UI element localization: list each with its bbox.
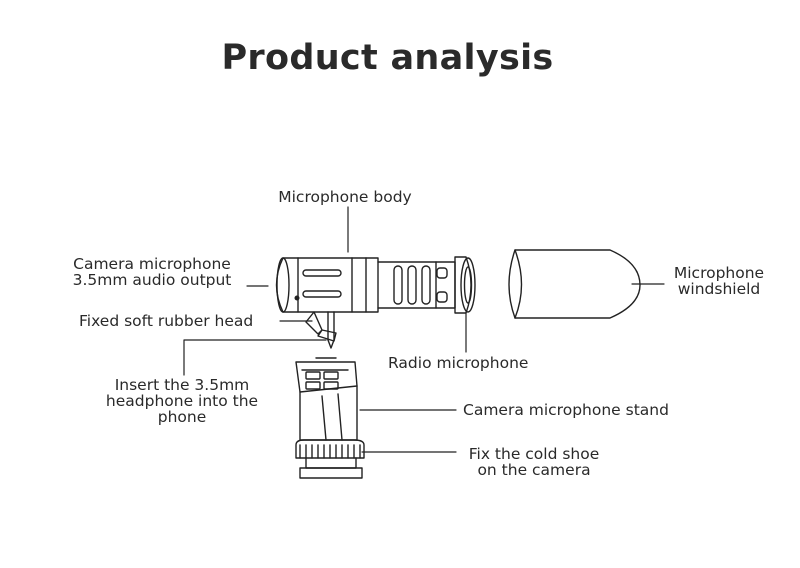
rubber-head-illustration bbox=[305, 311, 337, 349]
label-microphone-body: Microphone body bbox=[278, 188, 412, 206]
label-microphone-windshield: Microphone windshield bbox=[673, 264, 765, 298]
windshield-illustration bbox=[508, 249, 641, 319]
label-fixed-soft-rubber-head: Fixed soft rubber head bbox=[79, 312, 254, 330]
label-insert-headphone: Insert the 3.5mm headphone into the phon… bbox=[105, 376, 259, 426]
label-camera-microphone-stand: Camera microphone stand bbox=[463, 401, 669, 419]
label-fix-cold-shoe: Fix the cold shoe on the camera bbox=[468, 445, 600, 479]
page-title: Product analysis bbox=[221, 38, 554, 78]
leader-lines bbox=[183, 206, 665, 453]
microphone-body-illustration bbox=[275, 257, 379, 313]
label-camera-microphone-output: Camera microphone 3.5mm audio output bbox=[72, 255, 232, 289]
label-radio-microphone: Radio microphone bbox=[388, 354, 529, 372]
radio-microphone-illustration bbox=[377, 256, 476, 314]
stand-illustration bbox=[295, 357, 365, 479]
